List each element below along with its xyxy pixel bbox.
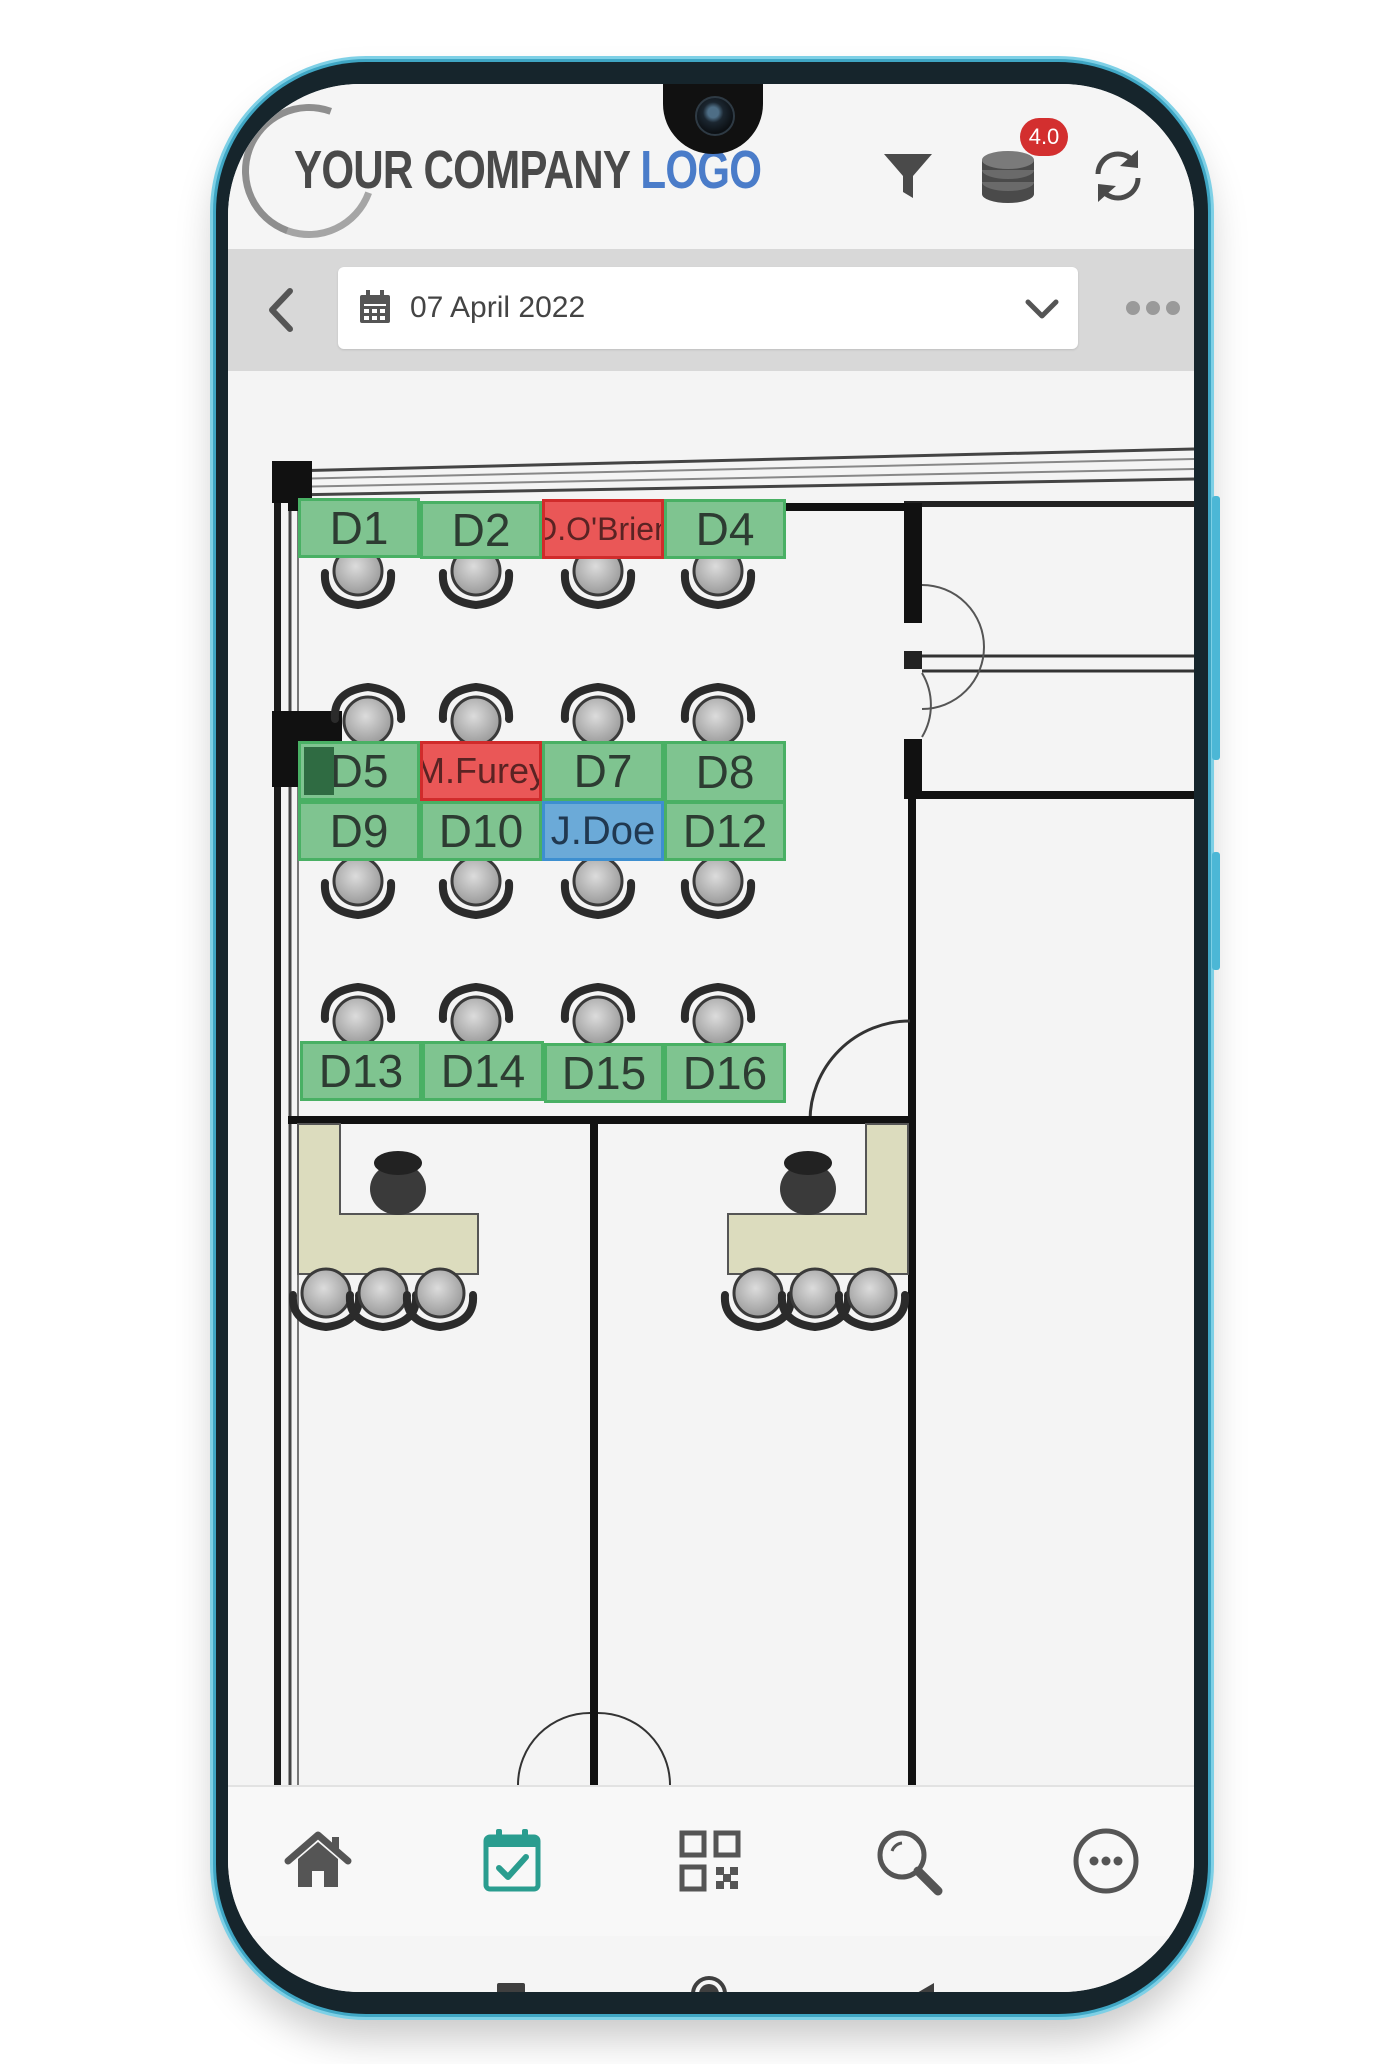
camera-icon <box>695 96 735 136</box>
coins-stack-icon[interactable] <box>976 144 1040 208</box>
calendar-icon <box>360 290 390 323</box>
phone-screen: YOUR COMPANY LOGO 4.0 <box>228 84 1194 1992</box>
triangle-back-icon[interactable] <box>906 1981 936 1992</box>
desk-d8[interactable]: D8 <box>664 741 786 803</box>
desk-d3[interactable]: D.O'Brien <box>542 499 664 559</box>
more-circle-icon[interactable] <box>1066 1821 1146 1901</box>
more-horizontal-icon[interactable] <box>1126 301 1180 315</box>
date-bar: 07 April 2022 <box>228 249 1194 371</box>
app-header: YOUR COMPANY LOGO 4.0 <box>228 84 1194 261</box>
desk-d6[interactable]: M.Furey <box>420 741 542 801</box>
desk-d11[interactable]: J.Doe <box>542 801 664 861</box>
circle-icon[interactable] <box>691 1976 727 1992</box>
desk-d7[interactable]: D7 <box>542 741 664 801</box>
floor-plan: D1 D2 D.O'Brien D4 D5 M.Furey D7 D8 D9 D… <box>228 371 1194 1785</box>
desk-d1[interactable]: D1 <box>298 498 420 558</box>
credits-badge: 4.0 <box>1020 118 1068 156</box>
desk-d15[interactable]: D15 <box>544 1043 664 1103</box>
power-button <box>1212 852 1220 970</box>
desk-d14[interactable]: D14 <box>422 1041 544 1101</box>
bottom-nav <box>228 1785 1194 1939</box>
filter-icon[interactable] <box>876 144 940 208</box>
volume-button <box>1212 496 1220 760</box>
square-icon[interactable] <box>497 1983 525 1992</box>
desk-d9[interactable]: D9 <box>298 801 420 861</box>
desk-d13[interactable]: D13 <box>300 1041 422 1101</box>
date-value: 07 April 2022 <box>410 291 586 324</box>
search-icon[interactable] <box>868 1821 948 1901</box>
chevron-left-icon[interactable] <box>256 283 310 337</box>
system-nav-bar <box>228 1936 1194 1992</box>
home-icon[interactable] <box>278 1821 358 1901</box>
date-picker[interactable]: 07 April 2022 <box>338 267 1078 349</box>
desk-d2[interactable]: D2 <box>420 501 542 559</box>
calendar-check-icon[interactable] <box>472 1821 552 1901</box>
desk-d12[interactable]: D12 <box>664 801 786 861</box>
chevron-down-icon <box>1025 299 1059 319</box>
desk-d5-marker <box>304 747 334 795</box>
qr-code-icon[interactable] <box>670 1821 750 1901</box>
logo-text: YOUR COMPANY <box>294 140 641 200</box>
desk-d16[interactable]: D16 <box>664 1043 786 1103</box>
desk-d4[interactable]: D4 <box>664 499 786 559</box>
refresh-icon[interactable] <box>1086 144 1150 208</box>
desk-d10[interactable]: D10 <box>420 801 542 861</box>
